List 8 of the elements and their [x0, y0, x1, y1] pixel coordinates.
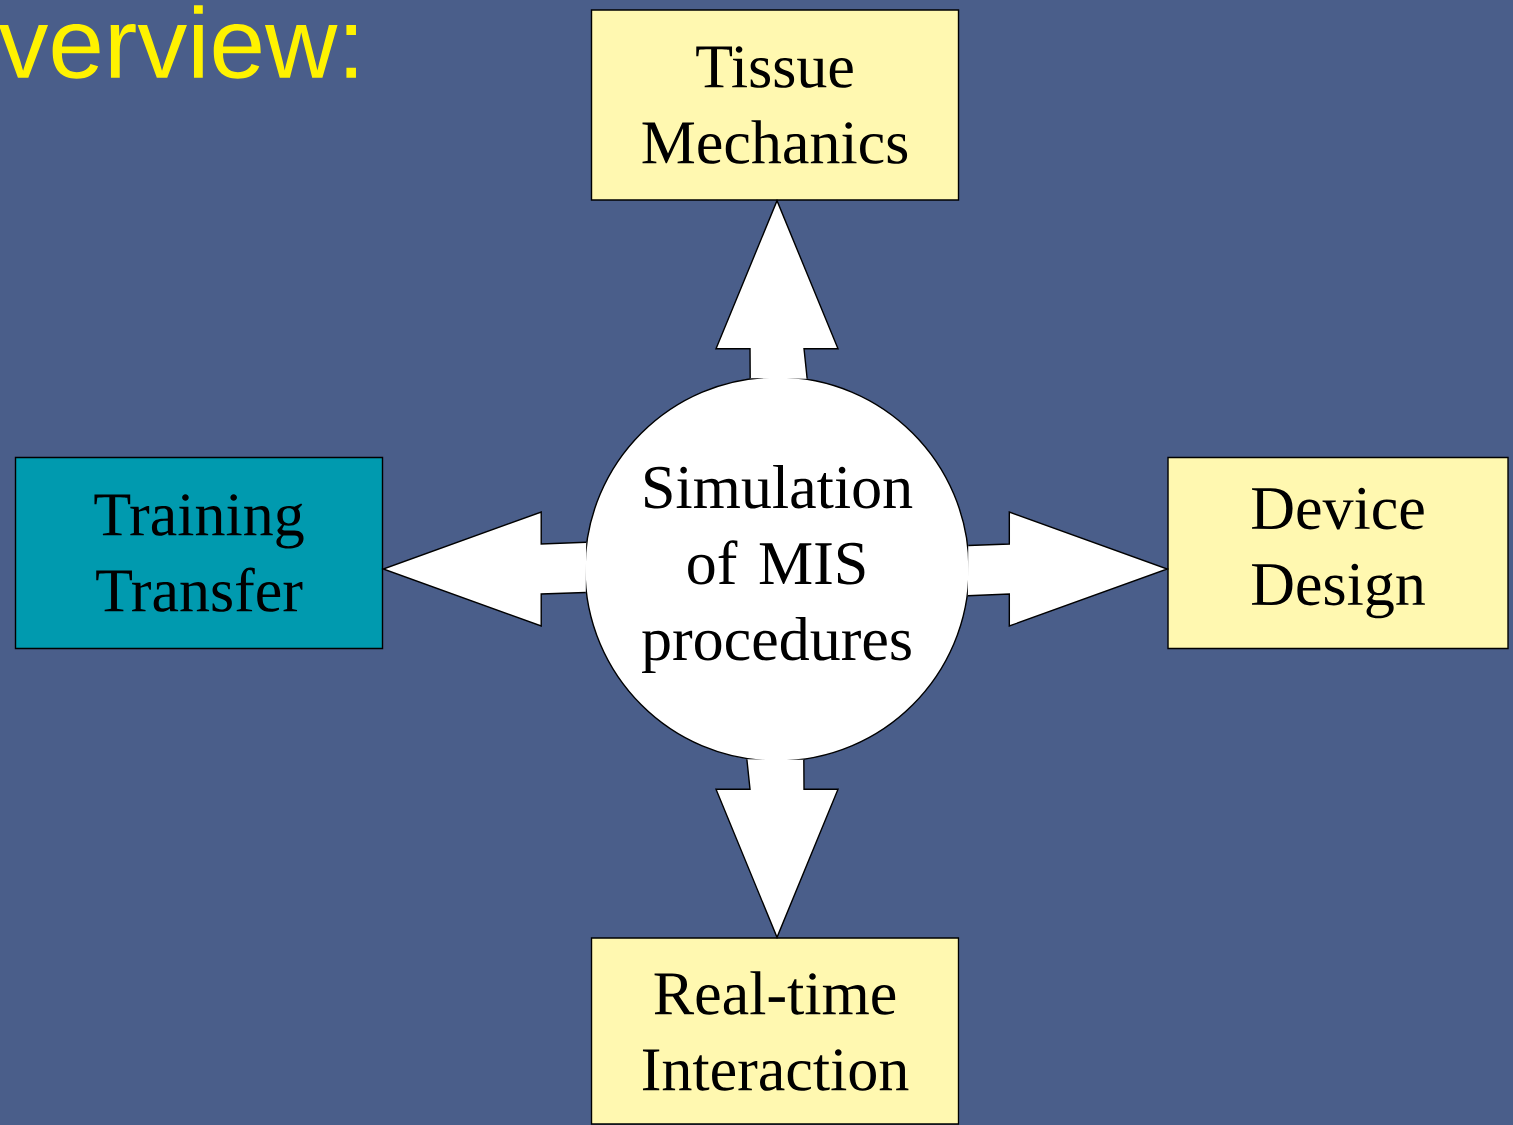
block-arrow: [714, 758, 840, 940]
topic-box: Device Design: [1167, 456, 1509, 650]
block-arrow: [967, 511, 1170, 627]
topic-box: Tissue Mechanics: [590, 9, 960, 201]
topic-box: Real-time Interaction: [590, 937, 960, 1125]
block-arrow: [714, 198, 840, 380]
topic-box: Training Transfer: [14, 456, 384, 650]
block-arrow: [381, 511, 587, 627]
